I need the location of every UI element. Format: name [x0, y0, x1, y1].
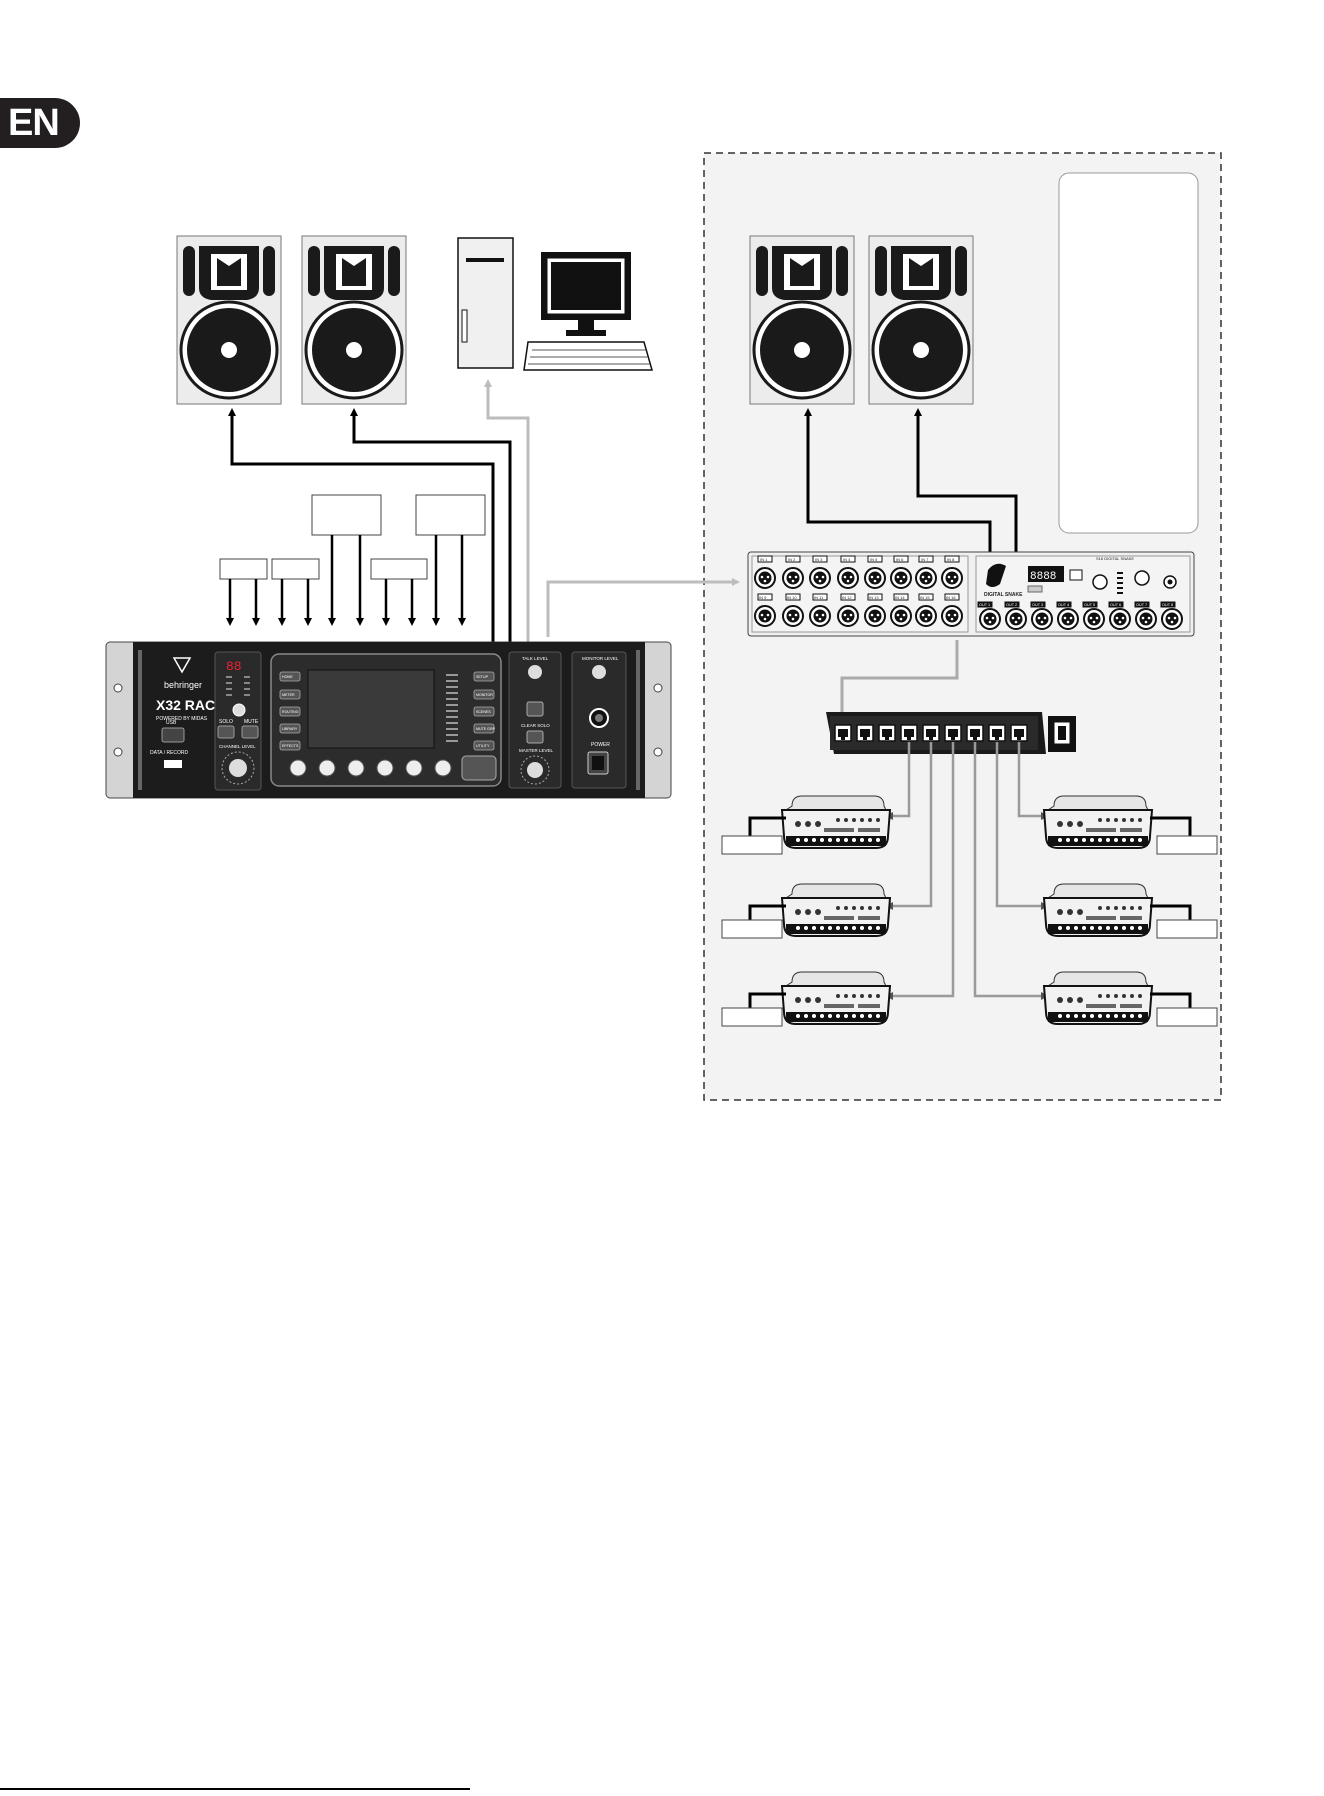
- s16-display: 8888: [1030, 571, 1056, 583]
- output-label-8: OUT 8: [1162, 603, 1173, 607]
- stage-box-5: [1043, 883, 1153, 937]
- hub-to-stagebox-cables: [885, 742, 1049, 1000]
- distribution-hub: [826, 712, 1076, 754]
- x32-powered-label: POWERED BY MIDAS: [156, 716, 208, 722]
- stage-speaker-right: [867, 234, 975, 406]
- solo-label: SOLO: [219, 719, 233, 725]
- home-button[interactable]: HOME: [282, 675, 293, 679]
- output-label-3: OUT 3: [1032, 603, 1043, 607]
- usb-cable: [484, 379, 530, 642]
- page-footer: [0, 1788, 1324, 1790]
- input-label-3: IN 3: [815, 557, 823, 562]
- output-label-boxes: [219, 494, 486, 580]
- s16-brand-label: DIGITAL SNAKE: [984, 592, 1023, 598]
- mute-label: MUTE: [244, 719, 259, 725]
- library-button[interactable]: LIBRARY: [282, 727, 298, 731]
- talk-level-label: TALK LEVEL: [522, 656, 549, 661]
- output-label-5: OUT 5: [1084, 603, 1095, 607]
- input-label-6: IN 6: [896, 557, 904, 562]
- input-label-10: IN 10: [787, 595, 797, 600]
- input-label-11: IN 11: [814, 595, 824, 600]
- mute-grp-button[interactable]: MUTE GRP: [476, 727, 496, 731]
- stage-box-4: [1043, 795, 1153, 849]
- x32-model-label: X32 RACK: [156, 697, 225, 713]
- input-label-7: IN 7: [921, 557, 929, 562]
- monitor-speaker-left: [175, 234, 283, 406]
- s16-to-hub-cable: [840, 640, 959, 718]
- input-label-14: IN 14: [895, 595, 905, 600]
- stagebox-output-cables: [748, 816, 1192, 1012]
- aes50-cable: [546, 578, 740, 637]
- language-tab: EN: [0, 98, 80, 148]
- scenes-button[interactable]: SCENES: [476, 710, 491, 714]
- output-label-6: OUT 6: [1110, 603, 1121, 607]
- output-arrows: [226, 535, 466, 626]
- monitor-level-label: MONITOR LEVEL: [582, 656, 619, 661]
- output-label-1: OUT 1: [979, 603, 990, 607]
- output-label-2: OUT 2: [1006, 603, 1017, 607]
- input-label-2: IN 2: [788, 557, 796, 562]
- input-label-5: IN 5: [870, 557, 878, 562]
- input-label-13: IN 13: [869, 595, 879, 600]
- input-label-8: IN 8: [947, 557, 955, 562]
- computer-icon: [457, 237, 653, 371]
- s16-header-label: S16 DIGITAL SNAKE: [1096, 556, 1134, 561]
- monitor-button[interactable]: MONITOR: [476, 693, 493, 697]
- clear-solo-label: CLEAR SOLO: [521, 723, 550, 728]
- stage-box-3: [781, 971, 891, 1025]
- data-recorder-label: DATA / RECORD: [150, 750, 189, 756]
- master-level-label: MASTER LEVEL: [519, 748, 554, 753]
- monitor-speaker-right: [300, 234, 408, 406]
- s16-digital-snake: IN 1 IN 2 IN 3 IN 4 IN 5 IN 6 IN 7 IN 8 …: [747, 551, 1195, 637]
- setup-button[interactable]: SETUP: [476, 675, 489, 679]
- input-label-16: IN 16: [946, 595, 956, 600]
- input-label-12: IN 12: [842, 595, 852, 600]
- output-label-7: OUT 7: [1136, 603, 1147, 607]
- input-label-1: IN 1: [760, 557, 768, 562]
- routing-button[interactable]: ROUTING: [282, 710, 299, 714]
- channel-level-label: CHANNEL LEVEL: [219, 744, 256, 749]
- effects-button[interactable]: EFFECTS: [282, 744, 299, 748]
- input-label-15: IN 15: [920, 595, 930, 600]
- output-label-4: OUT 4: [1058, 603, 1069, 607]
- channel-display: 88: [226, 659, 242, 674]
- x32-brand-label: behringer: [164, 680, 202, 690]
- stagebox-label-boxes: [721, 835, 1218, 1027]
- power-label: POWER: [591, 742, 610, 748]
- input-label-9: IN 9: [759, 595, 767, 600]
- monitor-cables: [228, 408, 512, 642]
- stage-box-6: [1043, 971, 1153, 1025]
- meter-button[interactable]: METER: [282, 693, 295, 697]
- input-label-4: IN 4: [843, 557, 851, 562]
- usb-label: USB: [166, 720, 177, 726]
- stage-box-1: [781, 795, 891, 849]
- x32-rack-mixer: behringer X32 RACK POWERED BY MIDAS USB …: [105, 641, 672, 799]
- stage-label-box: [1058, 172, 1199, 534]
- utility-button[interactable]: UTILITY: [476, 744, 490, 748]
- stage-box-2: [781, 883, 891, 937]
- stage-speaker-left: [748, 234, 856, 406]
